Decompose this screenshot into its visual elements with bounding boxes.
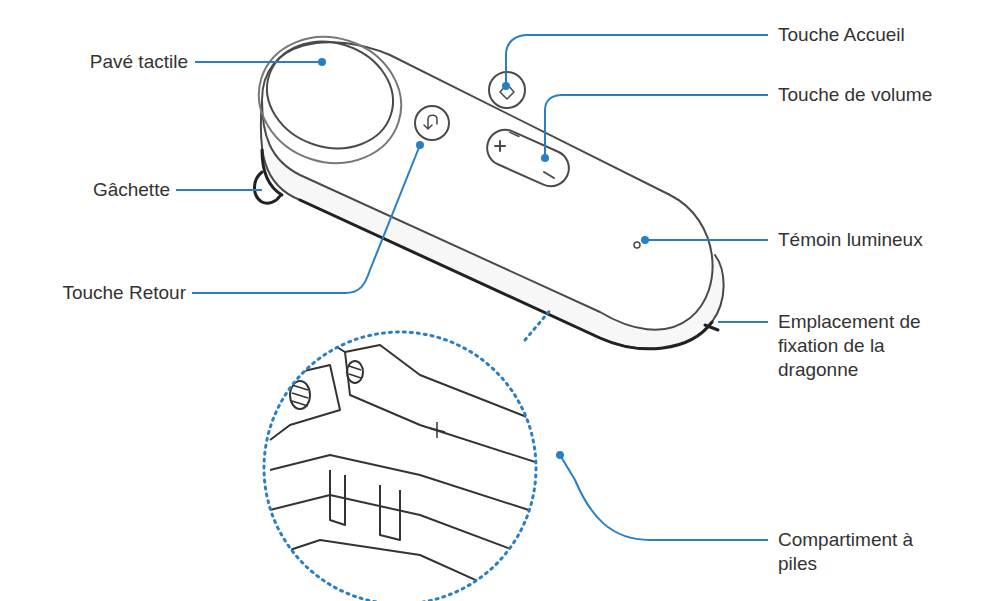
part-label: Gâchette (93, 178, 170, 202)
part-label: Témoin lumineux (778, 228, 923, 252)
part-label: Touche Retour (62, 281, 186, 305)
part-label: Emplacement de fixation de la dragonne (778, 310, 968, 382)
part-label: Touche de volume (778, 83, 932, 107)
leader-lines (176, 35, 768, 540)
part-label: Pavé tactile (90, 50, 188, 74)
part-label: Compartiment à piles (778, 528, 953, 576)
part-label: Touche Accueil (778, 23, 905, 47)
